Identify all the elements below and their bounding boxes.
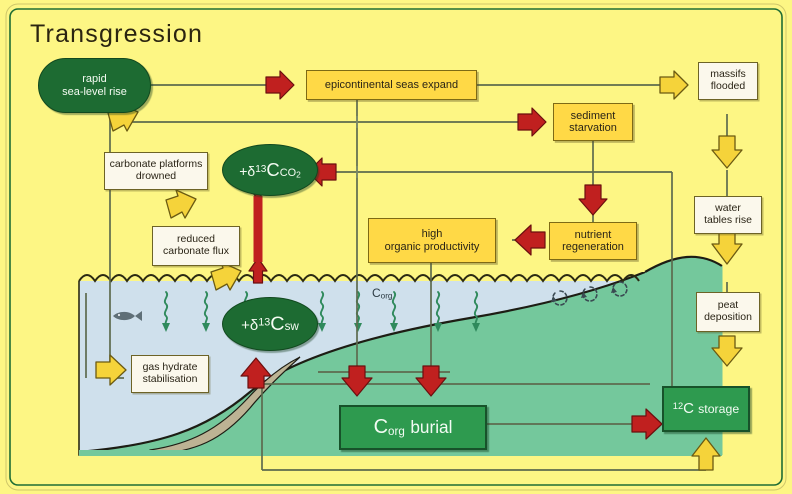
node-gas-hydrate-stabilisation-line2: stabilisation bbox=[142, 373, 198, 385]
node-rapid-sea-level-rise[interactable]: rapid sea-level rise bbox=[38, 58, 151, 113]
node-carbonate-platforms-drowned-line1: carbonate platforms bbox=[109, 158, 203, 171]
node-nutrient-regeneration-line2: regeneration bbox=[562, 241, 624, 253]
label-corg-flux-element: C bbox=[372, 286, 381, 300]
delta13c-sw-suffix: sw bbox=[284, 319, 299, 333]
node-sediment-starvation[interactable]: sediment starvation bbox=[553, 103, 633, 141]
node-delta13c-co2[interactable]: +δ13CCO2 bbox=[222, 144, 318, 196]
node-c12-storage[interactable]: 12C storage bbox=[662, 386, 750, 432]
label-corg-flux-sub: org bbox=[380, 291, 393, 301]
corg-burial-suffix: burial bbox=[410, 417, 453, 438]
node-gas-hydrate-stabilisation-line1: gas hydrate bbox=[142, 361, 198, 374]
fish-icon bbox=[113, 311, 142, 321]
node-peat-deposition-line2: deposition bbox=[704, 311, 752, 323]
node-water-tables-rise[interactable]: water tables rise bbox=[694, 196, 762, 234]
label-corg-flux: Corg bbox=[372, 286, 392, 300]
node-gas-hydrate-stabilisation[interactable]: gas hydrate stabilisation bbox=[131, 355, 209, 393]
delta13c-co2-superscript: 13 bbox=[255, 163, 267, 175]
node-reduced-carbonate-flux[interactable]: reduced carbonate flux bbox=[152, 226, 240, 266]
red-arrows bbox=[240, 70, 663, 440]
delta13c-sw-superscript: 13 bbox=[258, 316, 271, 329]
delta13c-co2-element: C bbox=[266, 158, 280, 180]
node-nutrient-regeneration[interactable]: nutrient regeneration bbox=[549, 222, 637, 260]
node-delta13c-sw[interactable]: +δ13Csw bbox=[222, 297, 318, 351]
node-water-tables-rise-line2: tables rise bbox=[704, 214, 752, 226]
node-massifs-flooded-line2: flooded bbox=[710, 80, 746, 92]
delta13c-co2-prefix: +δ bbox=[239, 162, 256, 179]
node-high-organic-productivity-line1: high bbox=[421, 228, 443, 241]
delta13c-co2-suffix: CO bbox=[279, 166, 297, 179]
corg-burial-element: C bbox=[373, 416, 389, 439]
node-sediment-starvation-line1: sediment bbox=[570, 109, 616, 122]
node-carbonate-platforms-drowned[interactable]: carbonate platforms drowned bbox=[104, 152, 208, 190]
node-massifs-flooded-line1: massifs bbox=[710, 68, 746, 81]
node-epicontinental-seas-expand[interactable]: epicontinental seas expand bbox=[306, 70, 477, 100]
node-massifs-flooded[interactable]: massifs flooded bbox=[698, 62, 758, 100]
node-nutrient-regeneration-line1: nutrient bbox=[574, 228, 612, 241]
node-reduced-carbonate-flux-line1: reduced bbox=[177, 233, 215, 246]
c12-storage-element: C bbox=[683, 399, 694, 417]
node-corg-burial[interactable]: Corg burial bbox=[339, 405, 487, 450]
diagram-title: Transgression bbox=[30, 20, 204, 48]
delta13c-co2-sub: 2 bbox=[296, 169, 301, 180]
node-reduced-carbonate-flux-line2: carbonate flux bbox=[163, 245, 229, 257]
node-epicontinental-seas-expand-label: epicontinental seas expand bbox=[324, 78, 459, 91]
c12-storage-superscript: 12 bbox=[672, 400, 684, 411]
node-rapid-sea-level-rise-line1: rapid bbox=[82, 73, 107, 86]
delta13c-sw-element: C bbox=[270, 312, 285, 335]
node-peat-deposition[interactable]: peat deposition bbox=[696, 292, 760, 332]
node-high-organic-productivity-line2: organic productivity bbox=[384, 240, 480, 253]
node-water-tables-rise-line1: water bbox=[715, 202, 741, 215]
node-sediment-starvation-line2: starvation bbox=[569, 122, 617, 134]
node-peat-deposition-line1: peat bbox=[717, 299, 739, 312]
node-carbonate-platforms-drowned-line2: drowned bbox=[135, 170, 177, 182]
node-high-organic-productivity[interactable]: high organic productivity bbox=[368, 218, 496, 263]
corg-burial-sub: org bbox=[388, 425, 405, 439]
delta13c-sw-prefix: +δ bbox=[241, 316, 259, 334]
node-rapid-sea-level-rise-line2: sea-level rise bbox=[62, 85, 127, 98]
c12-storage-suffix: storage bbox=[698, 401, 740, 416]
